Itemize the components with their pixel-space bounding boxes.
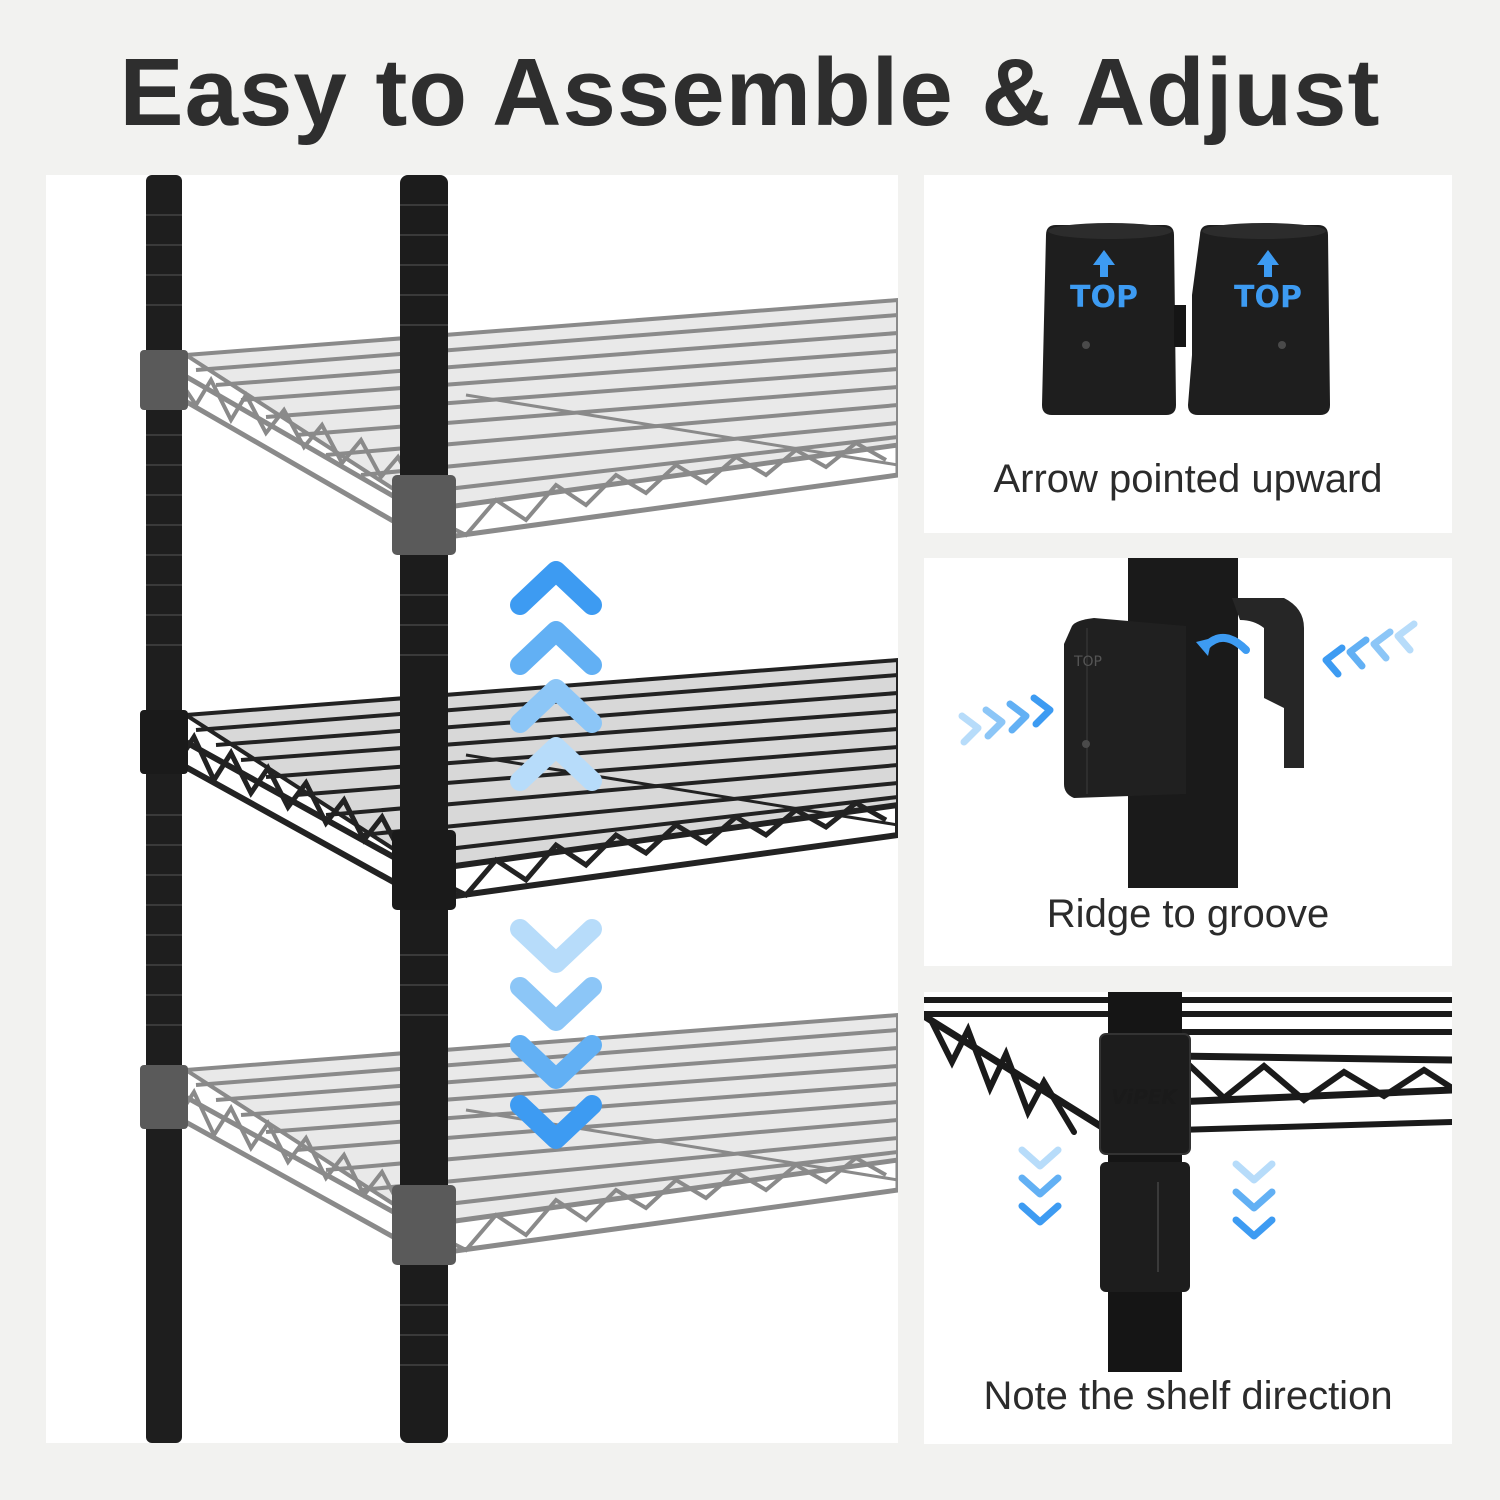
sleeve-right — [1188, 223, 1330, 415]
shelf-direction-illustration: ViPEK — [924, 992, 1452, 1372]
sleeve-half-left — [1064, 618, 1186, 798]
shelf-direction-panel: ViPEK Note the shelf direction — [924, 992, 1452, 1444]
down-arrows-icon — [510, 919, 602, 1149]
shelf-corner — [924, 997, 1452, 1136]
sleeve-top-label: TOP — [1234, 280, 1302, 315]
ridge-caption: Ridge to groove — [1046, 892, 1330, 936]
direction-caption: Note the shelf direction — [983, 1374, 1393, 1418]
page-title: Easy to Assemble & Adjust — [119, 39, 1381, 146]
sleeve-top-label: TOP — [1070, 280, 1138, 315]
up-arrows-icon — [510, 561, 602, 791]
shelf-illustration-panel — [46, 175, 898, 1443]
chevrons-right-icon — [958, 694, 1054, 746]
sleeve-half-right — [1232, 598, 1304, 768]
rotate-arrow-icon — [1196, 634, 1250, 656]
down-chevrons-left-icon — [1018, 1146, 1062, 1226]
sleeve-lower — [1100, 1162, 1190, 1292]
chevrons-left-icon — [1322, 620, 1418, 678]
sleeve-orientation-panel: TOP TOP Arrow pointed upward — [924, 175, 1452, 533]
ridge-groove-panel: TOP Ridge to groove — [924, 558, 1452, 966]
down-chevrons-right-icon — [1232, 1160, 1276, 1240]
sleeve-caption: Arrow pointed upward — [993, 457, 1383, 501]
plastic-sleeves-illustration: TOP TOP — [1042, 223, 1330, 415]
wire-shelving-unit-illustration — [140, 175, 898, 1443]
brand-mark: ViPEK — [1111, 1085, 1178, 1109]
sleeve-top-label: TOP — [1073, 654, 1102, 670]
sleeve-clamp — [1099, 1033, 1191, 1155]
ridge-groove-illustration: TOP — [958, 558, 1418, 888]
post-left — [140, 175, 188, 1443]
upper-shelf — [163, 297, 898, 545]
post-right — [392, 175, 456, 1443]
arrow-up-icon — [1093, 250, 1279, 277]
sleeve-left — [1042, 223, 1186, 415]
